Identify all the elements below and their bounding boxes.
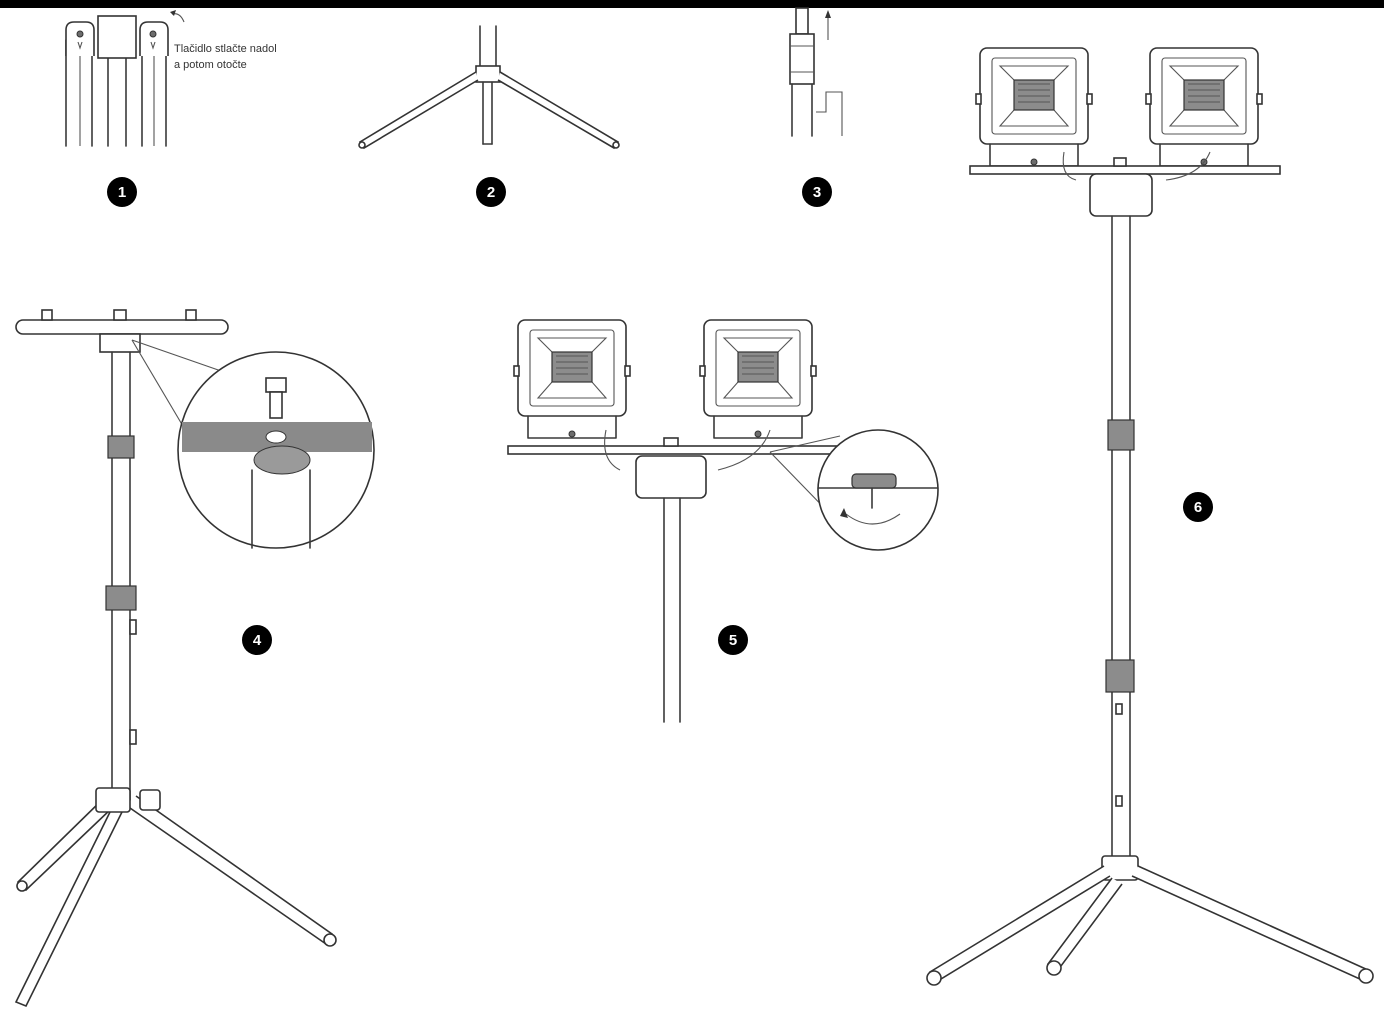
step-4-illustration [14,309,375,1008]
step-2-badge: 2 [476,177,506,207]
right-flood-light-assembled [1145,47,1263,167]
step-3-badge: 3 [802,177,832,207]
top-black-bar [0,0,1384,8]
step-6-illustration [926,47,1374,986]
step-2-illustration [358,25,620,150]
step-5-badge: 5 [718,625,748,655]
step-1-badge: 1 [107,177,137,207]
step-3-illustration [789,7,843,137]
step-1-number: 1 [118,184,126,201]
left-flood-light [513,319,631,439]
step-5-number: 5 [729,632,737,649]
step-4-number: 4 [253,632,262,649]
step-4-badge: 4 [242,625,272,655]
instruction-note-line-2: a potom otočte [174,59,247,71]
step-2-number: 2 [487,184,495,201]
step-6-badge: 6 [1183,492,1213,522]
left-flood-light-assembled [975,47,1093,167]
step-3-number: 3 [813,184,821,201]
step-1-illustration [65,10,185,147]
instruction-note-line-1: Tlačidlo stlačte nadol [174,43,277,55]
right-flood-light [699,319,817,439]
step-5-illustration [507,319,939,723]
step-6-number: 6 [1194,499,1202,516]
